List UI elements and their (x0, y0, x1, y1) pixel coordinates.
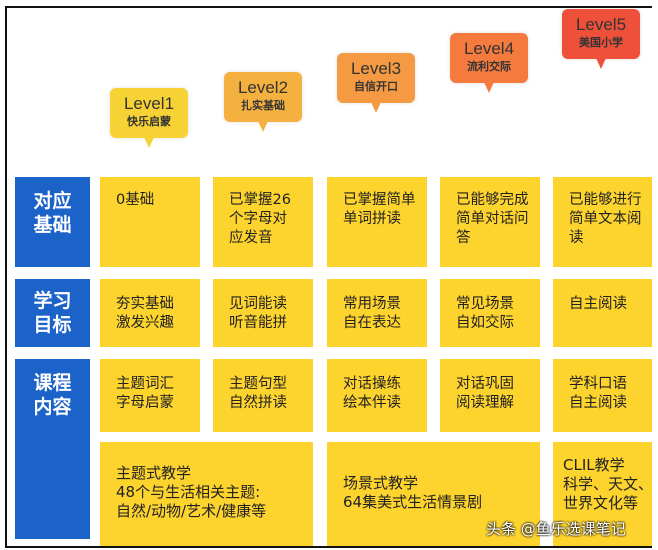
cell-line: 简单文本阅 (569, 211, 642, 227)
cell-line: 绘本伴读 (343, 395, 401, 411)
cell-line: 字母启蒙 (116, 395, 174, 411)
pointer-tip (371, 102, 381, 113)
cell-line: 自在表达 (343, 315, 401, 331)
pointer-tip (258, 121, 268, 132)
level-badge: Level5 美国小学 (562, 9, 640, 69)
cell-line: 主题词汇 (116, 376, 174, 392)
row-header-text: 内容 (33, 396, 72, 418)
row-header: 学习目标 (15, 279, 90, 347)
row-header-text: 对应 (33, 190, 72, 212)
table-cell: 已掌握简单单词拼读 (327, 177, 427, 267)
level-badge: Level2 扎实基础 (224, 72, 302, 132)
course-level-table: Level1 快乐启蒙 Level2 扎实基础 Level3 自信开口 Level4 流利交际… (5, 6, 652, 548)
cell-line: 读 (569, 230, 584, 246)
pointer-tip (484, 82, 494, 93)
cell-line: 常用场景 (343, 296, 401, 312)
cell-line: 阅读理解 (456, 395, 514, 411)
cell-line: 0基础 (116, 192, 155, 208)
cell-line: 见词能读 (229, 296, 287, 312)
table-cell: 已掌握26 个字母对应发音 (213, 177, 313, 267)
level-name: Level4 (463, 39, 515, 58)
level-badge: Level1 快乐启蒙 (110, 88, 188, 148)
table-cell: 0基础 (100, 177, 200, 267)
cell-line: 64集美式生活情景剧 (343, 493, 483, 511)
table-cell: 已能够进行简单文本阅读 (553, 177, 652, 267)
table-cell: 见词能读听音能拼 (213, 279, 313, 347)
cell-line: 简单对话问 (456, 211, 529, 227)
watermark: 头条 @鱼乐选课笔记 (486, 520, 626, 538)
cell-line: 常见场景 (456, 296, 514, 312)
pointer-tip (596, 58, 606, 69)
cell-line: 自然拼读 (229, 395, 287, 411)
pointer-tip (144, 137, 154, 148)
wide-table-cell: CLIL教学科学、天文、世界文化等 (553, 442, 652, 546)
cell-line: 自如交际 (456, 315, 514, 331)
level-subtitle: 自信开口 (354, 80, 398, 93)
row-header: 课程内容 (15, 359, 90, 539)
row-header-text: 基础 (33, 214, 72, 236)
table-cell: 对话操练绘本伴读 (327, 359, 427, 432)
cell-line: 已能够完成 (456, 192, 529, 208)
table-cell: 自主阅读 (553, 279, 652, 347)
cell-line: 主题式教学 (116, 464, 192, 482)
cell-line: 已掌握26 (229, 192, 291, 208)
cell-line: 自主阅读 (569, 296, 627, 312)
level-name: Level3 (350, 59, 402, 78)
table-cell: 夯实基础激发兴趣 (100, 279, 200, 347)
level-subtitle: 扎实基础 (241, 99, 285, 112)
level-name: Level5 (575, 15, 627, 34)
cell-line: 应发音 (229, 230, 273, 246)
cell-line: 已能够进行 (569, 192, 642, 208)
table-cell: 主题词汇字母启蒙 (100, 359, 200, 432)
cell-line: 主题句型 (229, 376, 287, 392)
cell-line: 科学、天文、 (563, 475, 652, 493)
cell-line: 听音能拼 (229, 315, 287, 331)
cell-line: 对话巩固 (456, 376, 514, 392)
table-cell: 已能够完成简单对话问答 (440, 177, 540, 267)
row-header-text: 目标 (33, 314, 72, 336)
cell-line: 自然/动物/艺术/健康等 (116, 502, 267, 520)
level-subtitle: 快乐启蒙 (127, 115, 171, 128)
level-name: Level2 (237, 78, 289, 97)
level-badge: Level3 自信开口 (337, 53, 415, 113)
level-name: Level1 (123, 94, 175, 113)
cell-line: 答 (456, 230, 471, 246)
row-header-text: 学习 (33, 290, 72, 312)
cell-line: 自主阅读 (569, 395, 627, 411)
row-header-text: 课程 (33, 372, 72, 394)
level-subtitle: 流利交际 (467, 60, 511, 73)
row-header: 对应基础 (15, 177, 90, 267)
table-cell: 常用场景自在表达 (327, 279, 427, 347)
cell-line: 学科口语 (569, 376, 627, 392)
level-badge: Level4 流利交际 (450, 33, 528, 93)
cell-line: 个字母对 (229, 211, 287, 227)
cell-line: CLIL教学 (563, 456, 625, 474)
cell-line: 对话操练 (343, 376, 401, 392)
cell-line: 已掌握简单 (343, 192, 416, 208)
cell-line: 世界文化等 (563, 494, 639, 512)
cell-line: 单词拼读 (343, 211, 401, 227)
table-cell: 常见场景自如交际 (440, 279, 540, 347)
table-cell: 对话巩固阅读理解 (440, 359, 540, 432)
cell-line: 激发兴趣 (116, 315, 174, 331)
table-cell: 主题句型自然拼读 (213, 359, 313, 432)
table-cell: 学科口语自主阅读 (553, 359, 652, 432)
cell-line: 48个与生活相关主题: (116, 483, 261, 501)
level-subtitle: 美国小学 (579, 36, 623, 49)
cell-line: 场景式教学 (343, 474, 419, 492)
cell-line: 夯实基础 (116, 296, 174, 312)
